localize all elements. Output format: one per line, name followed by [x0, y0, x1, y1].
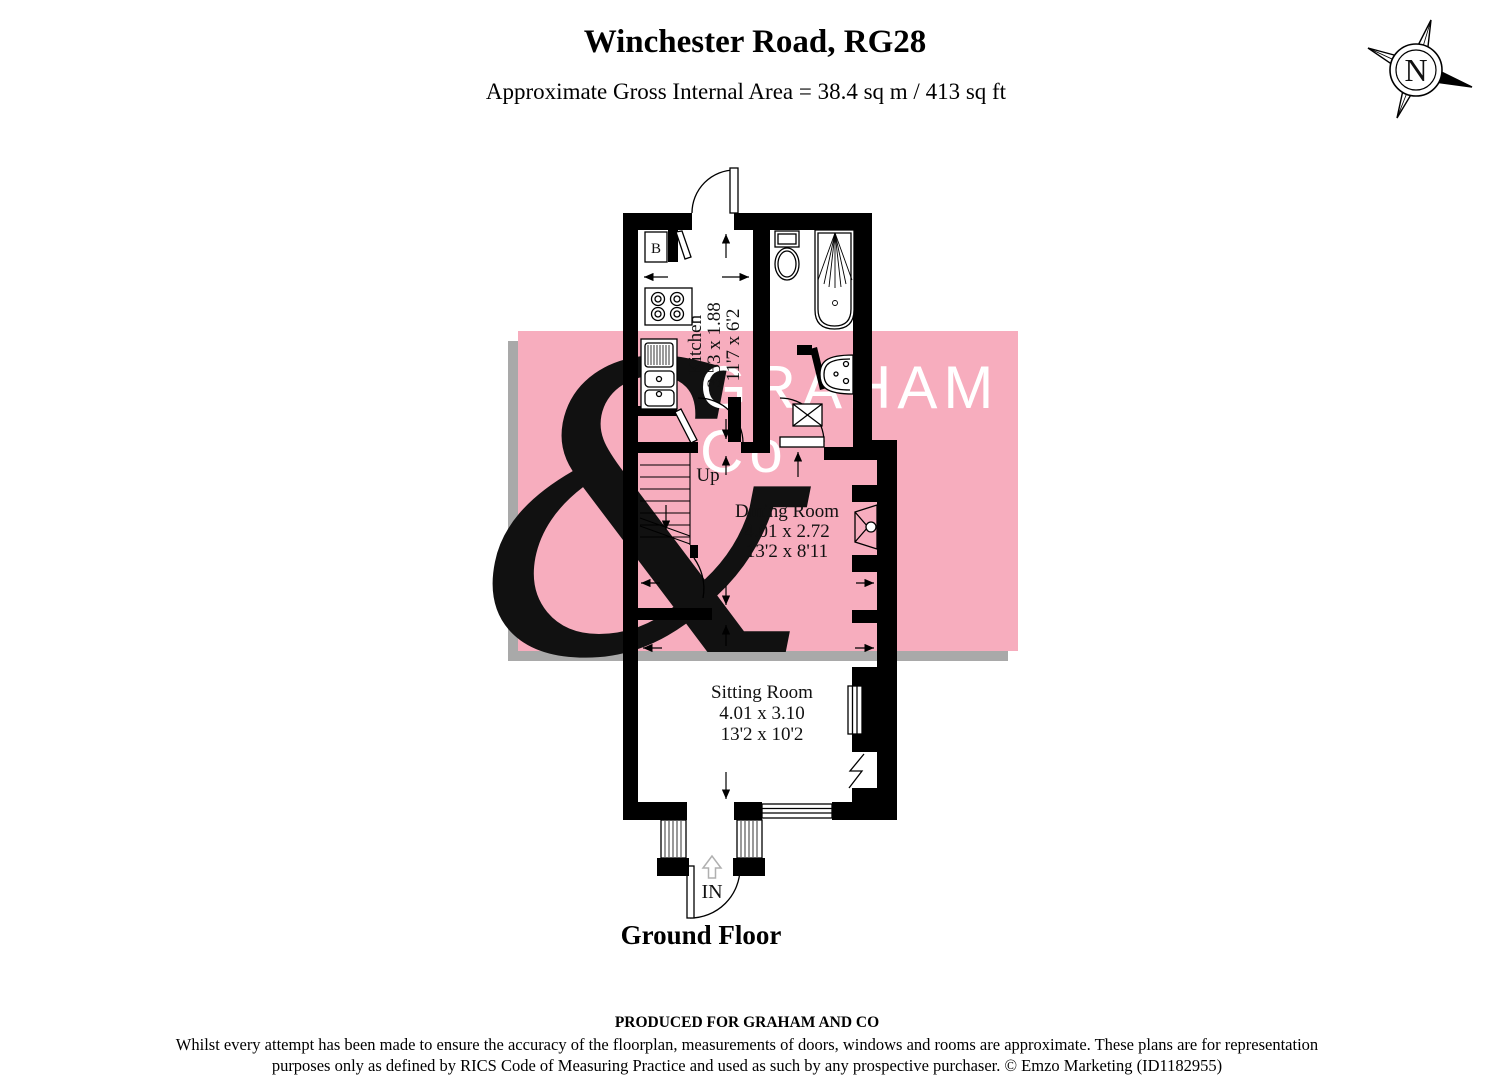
lobby-door-leaf [779, 436, 825, 448]
watermark-shadow-bottom [508, 651, 1008, 661]
kitchen-name: Kitchen [685, 314, 706, 375]
page-title: Winchester Road, RG28 [583, 24, 927, 60]
kitchen-metric: 3.53 x 1.88 [704, 302, 725, 388]
sitting-room-front-window [761, 803, 833, 819]
doors [674, 167, 865, 919]
footer-disclaimer-line1: Whilst every attempt has been made to en… [175, 1035, 1319, 1054]
front-door-leaf [686, 865, 695, 919]
folding-door [848, 753, 865, 789]
kitchen-door-leaf [674, 408, 698, 444]
dining-room-label: Dining Room 4.01 x 2.72 13'2 x 8'11 [735, 501, 839, 562]
dining-metric: 4.01 x 2.72 [744, 521, 830, 542]
kitchen-imperial: 11'7 x 6'2 [723, 309, 744, 382]
compass-north-label: N [1404, 52, 1427, 88]
entrance-arrow-icon [701, 854, 723, 879]
gross-internal-area: Approximate Gross Internal Area = 38.4 s… [485, 79, 1007, 104]
kitchen-label: Kitchen 3.53 x 1.88 11'7 x 6'2 [685, 302, 744, 388]
north-arrow-icon: N [1367, 19, 1473, 119]
footer-disclaimer-line2: purposes only as defined by RICS Code of… [271, 1056, 1223, 1075]
walls [623, 213, 897, 820]
bath [814, 222, 855, 330]
stair-curve [693, 557, 705, 599]
boiler-label: B [651, 241, 661, 257]
sitting-room-side-window [847, 685, 863, 735]
in-label: IN [701, 881, 722, 903]
dining-name: Dining Room [735, 501, 839, 522]
staircase [639, 453, 691, 545]
footer-produced-for: PRODUCED FOR GRAHAM AND CO [614, 1014, 880, 1031]
watermark-shadow-left [508, 341, 518, 661]
sitting-room-label: Sitting Room 4.01 x 3.10 13'2 x 10'2 [711, 682, 813, 745]
room-labels: Kitchen 3.53 x 1.88 11'7 x 6'2 Dining Ro… [651, 241, 839, 903]
floor-title: Ground Floor [620, 920, 782, 950]
up-label: Up [696, 465, 719, 486]
sitting-name: Sitting Room [711, 682, 813, 703]
bathroom-fixtures [774, 222, 855, 427]
back-door-leaf [729, 167, 739, 214]
boiler-box [644, 231, 668, 263]
fireplace [854, 504, 878, 550]
shower-cubicle [792, 403, 823, 427]
dining-imperial: 13'2 x 8'11 [746, 541, 828, 562]
kitchen-fixtures [640, 231, 693, 410]
shower-head [817, 222, 853, 306]
toilet [774, 230, 800, 281]
dimension-arrows [641, 234, 874, 799]
windows [761, 685, 863, 819]
basin [819, 354, 854, 395]
sitting-metric: 4.01 x 3.10 [719, 703, 805, 724]
boiler-cupboard-door [675, 230, 692, 260]
sitting-imperial: 13'2 x 10'2 [721, 724, 804, 745]
sink-unit [640, 338, 678, 410]
porch [657, 819, 765, 879]
